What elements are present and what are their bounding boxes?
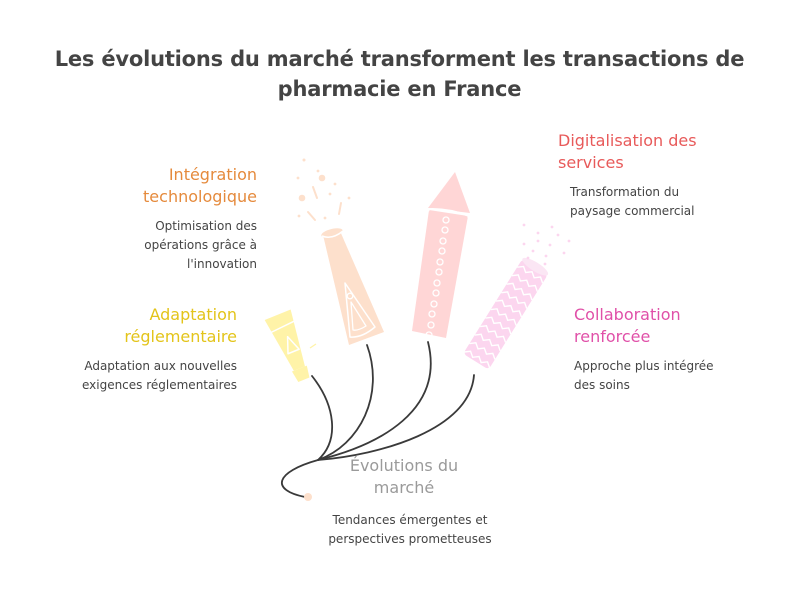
root-heading: Évolutions du marché [298, 455, 510, 499]
description-line: exigences réglementaires [81, 378, 237, 392]
page-title: Les évolutions du marché transforment le… [0, 44, 799, 104]
heading-line: Adaptation [149, 305, 237, 324]
title-line-1: Les évolutions du marché transforment le… [54, 47, 745, 71]
branch-collaboration-heading: Collaboration renforcée [574, 304, 774, 348]
rocket-adaptation-sparks [284, 343, 317, 359]
rocket-adaptation-icon [264, 309, 310, 382]
rocket-integration-sparks [296, 158, 351, 221]
description-line: des soins [574, 378, 630, 392]
description-line: Tendances émergentes et [332, 513, 488, 527]
heading-line: technologique [143, 187, 257, 206]
root-node: Évolutions du marché Tendances émergente… [310, 455, 510, 549]
heading-line: Intégration [168, 165, 257, 184]
description-line: Adaptation aux nouvelles [84, 359, 237, 373]
fuse-to-integration [317, 344, 374, 461]
fuse-to-adaptation [311, 375, 334, 461]
description-line: paysage commercial [570, 204, 695, 218]
branch-collaboration: Collaboration renforcée Approche plus in… [574, 304, 774, 395]
heading-line: Collaboration [574, 305, 681, 324]
branch-integration: Intégration technologique Optimisation d… [100, 164, 257, 274]
fuse-to-collaboration [317, 374, 475, 461]
branch-integration-heading: Intégration technologique [100, 164, 257, 208]
rocket-integration-icon [321, 228, 384, 345]
branch-digitalisation-heading: Digitalisation des services [558, 130, 758, 174]
description-line: Optimisation des [155, 219, 257, 233]
rocket-collaboration-icon [464, 257, 549, 369]
fuse-spark-dot [304, 493, 312, 501]
fuse-tail [281, 459, 319, 498]
branch-digitalisation: Digitalisation des services Transformati… [558, 130, 758, 221]
description-line: Transformation du [570, 185, 680, 199]
heading-line: Évolutions du [349, 456, 459, 475]
heading-line: Digitalisation des [558, 131, 697, 150]
fuse-lines [281, 341, 475, 498]
description-line: Approche plus intégrée [574, 359, 714, 373]
description-line: opérations grâce à [144, 238, 257, 252]
description-line: l'innovation [187, 257, 257, 271]
heading-line: réglementaire [124, 327, 237, 346]
root-description: Tendances émergentes et perspectives pro… [310, 511, 510, 549]
branch-digitalisation-description: Transformation du paysage commercial [558, 183, 758, 221]
branch-adaptation-heading: Adaptation réglementaire [40, 304, 237, 348]
rocket-digitalisation-icon [412, 172, 471, 339]
heading-line: marché [373, 478, 435, 497]
rocket-digitalisation-dots [425, 216, 450, 339]
heading-line: renforcée [574, 327, 651, 346]
branch-adaptation-description: Adaptation aux nouvelles exigences régle… [40, 357, 237, 395]
heading-line: services [558, 153, 624, 172]
branch-collaboration-description: Approche plus intégrée des soins [574, 357, 774, 395]
fuse-to-digitalisation [317, 341, 432, 461]
description-line: perspectives prometteuses [328, 532, 492, 546]
branch-adaptation: Adaptation réglementaire Adaptation aux … [40, 304, 237, 395]
branch-integration-description: Optimisation des opérations grâce à l'in… [100, 217, 257, 274]
title-line-2: pharmacie en France [277, 77, 522, 101]
rocket-collaboration-sparks [522, 223, 571, 266]
